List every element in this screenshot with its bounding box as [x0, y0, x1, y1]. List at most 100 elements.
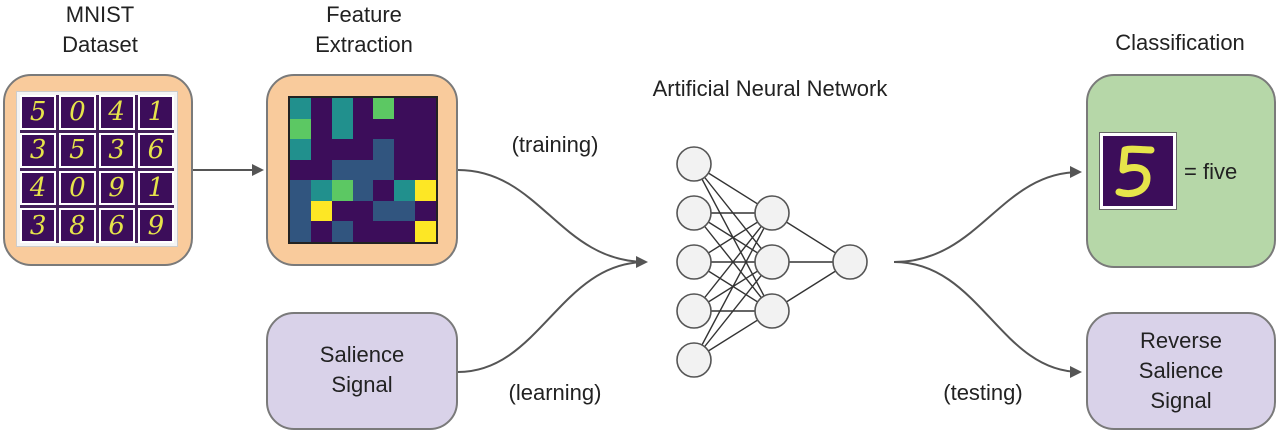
network-node — [754, 195, 790, 231]
heatmap-cell — [310, 159, 332, 181]
mnist-digit-cell: 6 — [137, 132, 174, 168]
mnist-digit-cell: 5 — [20, 95, 57, 130]
neural-network-graph — [676, 146, 868, 378]
reverse-line1: Reverse — [1140, 328, 1222, 353]
edge-label-testing: (testing) — [943, 380, 1023, 405]
heatmap-cell — [310, 180, 332, 201]
feature-title-line2: Extraction — [315, 32, 413, 57]
heatmap-cell — [310, 200, 332, 222]
heatmap-cell — [394, 180, 416, 201]
mnist-digit-cell: 3 — [98, 132, 135, 168]
digit-five-image — [1099, 132, 1177, 210]
edge-ann-to-classification — [893, 166, 1082, 263]
heatmap-cell — [290, 98, 311, 119]
heatmap-cell — [352, 200, 374, 222]
edge-label-training: (training) — [511, 132, 599, 157]
heatmap-cell — [290, 139, 311, 160]
mnist-digit-cell: 0 — [59, 95, 96, 130]
mnist-digit-cell: 0 — [59, 170, 96, 206]
heatmap-cell — [415, 200, 436, 222]
reverse-salience-box — [1086, 312, 1276, 430]
heatmap-cell — [415, 118, 436, 140]
heatmap-cell — [373, 200, 395, 222]
heatmap-cell — [331, 200, 353, 222]
edge-feature-to-ann — [457, 169, 648, 268]
heatmap-cell — [373, 180, 395, 201]
heatmap-cell — [352, 221, 374, 242]
heatmap-cell — [290, 118, 311, 140]
heatmap-cell — [352, 118, 374, 140]
network-node — [754, 293, 790, 329]
heatmap-cell — [415, 159, 436, 181]
network-node — [676, 342, 712, 378]
heatmap-cell — [394, 139, 416, 160]
mnist-title: MNIST Dataset — [40, 0, 160, 60]
heatmap-cell — [415, 98, 436, 119]
network-connection — [693, 212, 773, 361]
heatmap-cell — [394, 98, 416, 119]
heatmap-cell — [394, 221, 416, 242]
edge-salience-to-ann — [457, 261, 647, 373]
heatmap-cell — [331, 159, 353, 181]
heatmap-cell — [373, 98, 395, 119]
salience-line1: Salience — [319, 342, 405, 367]
mnist-digit-cell: 9 — [137, 208, 174, 243]
classification-title: Classification — [1115, 30, 1245, 55]
network-connection — [693, 261, 773, 361]
heatmap-cell — [310, 118, 332, 140]
heatmap-cell — [352, 159, 374, 181]
heatmap-cell — [373, 221, 395, 242]
heatmap-cell — [290, 159, 311, 181]
salience-line2: Signal — [331, 372, 393, 397]
mnist-title-line2: Dataset — [62, 32, 138, 57]
heatmap-cell — [373, 139, 395, 160]
heatmap-cell — [331, 180, 353, 201]
feature-extraction-title: Feature Extraction — [300, 0, 428, 60]
classification-result: = five — [1184, 159, 1238, 184]
edge-label-learning: (learning) — [508, 380, 602, 405]
salience-signal-label: Salience Signal — [266, 340, 458, 400]
salience-signal-box — [266, 312, 458, 430]
heatmap-cell — [352, 180, 374, 201]
mnist-digit-cell: 1 — [137, 95, 174, 130]
heatmap-cell — [310, 98, 332, 119]
mnist-digit-cell: 8 — [59, 208, 96, 243]
heatmap-cell — [310, 221, 332, 242]
heatmap-cell — [394, 159, 416, 181]
network-node — [676, 146, 712, 182]
heatmap-cell — [373, 159, 395, 181]
feature-heatmap — [288, 96, 438, 244]
feature-title-line1: Feature — [326, 2, 402, 27]
mnist-digit-cell: 5 — [59, 132, 96, 168]
heatmap-cell — [331, 118, 353, 140]
heatmap-cell — [373, 118, 395, 140]
heatmap-cell — [331, 221, 353, 242]
heatmap-cell — [415, 180, 436, 201]
network-node — [832, 244, 868, 280]
reverse-salience-label: Reverse Salience Signal — [1086, 326, 1276, 416]
ann-title: Artificial Neural Network — [652, 76, 888, 101]
heatmap-cell — [394, 200, 416, 222]
heatmap-cell — [331, 139, 353, 160]
heatmap-cell — [352, 139, 374, 160]
heatmap-cell — [310, 139, 332, 160]
heatmap-cell — [331, 98, 353, 119]
reverse-line3: Signal — [1150, 388, 1212, 413]
mnist-digit-cell: 9 — [98, 170, 135, 206]
network-node — [676, 195, 712, 231]
heatmap-cell — [290, 200, 311, 222]
mnist-digit-cell: 3 — [20, 132, 57, 168]
mnist-title-line1: MNIST — [65, 2, 135, 27]
network-node — [676, 293, 712, 329]
mnist-digit-cell: 4 — [98, 95, 135, 130]
mnist-digit-cell: 1 — [137, 170, 174, 206]
mnist-digit-cell: 4 — [20, 170, 57, 206]
heatmap-cell — [352, 98, 374, 119]
mnist-digit-cell: 3 — [20, 208, 57, 243]
network-connection — [693, 212, 773, 312]
edge-ann-to-reverse-salience — [893, 261, 1082, 378]
network-node — [676, 244, 712, 280]
heatmap-cell — [415, 221, 436, 242]
